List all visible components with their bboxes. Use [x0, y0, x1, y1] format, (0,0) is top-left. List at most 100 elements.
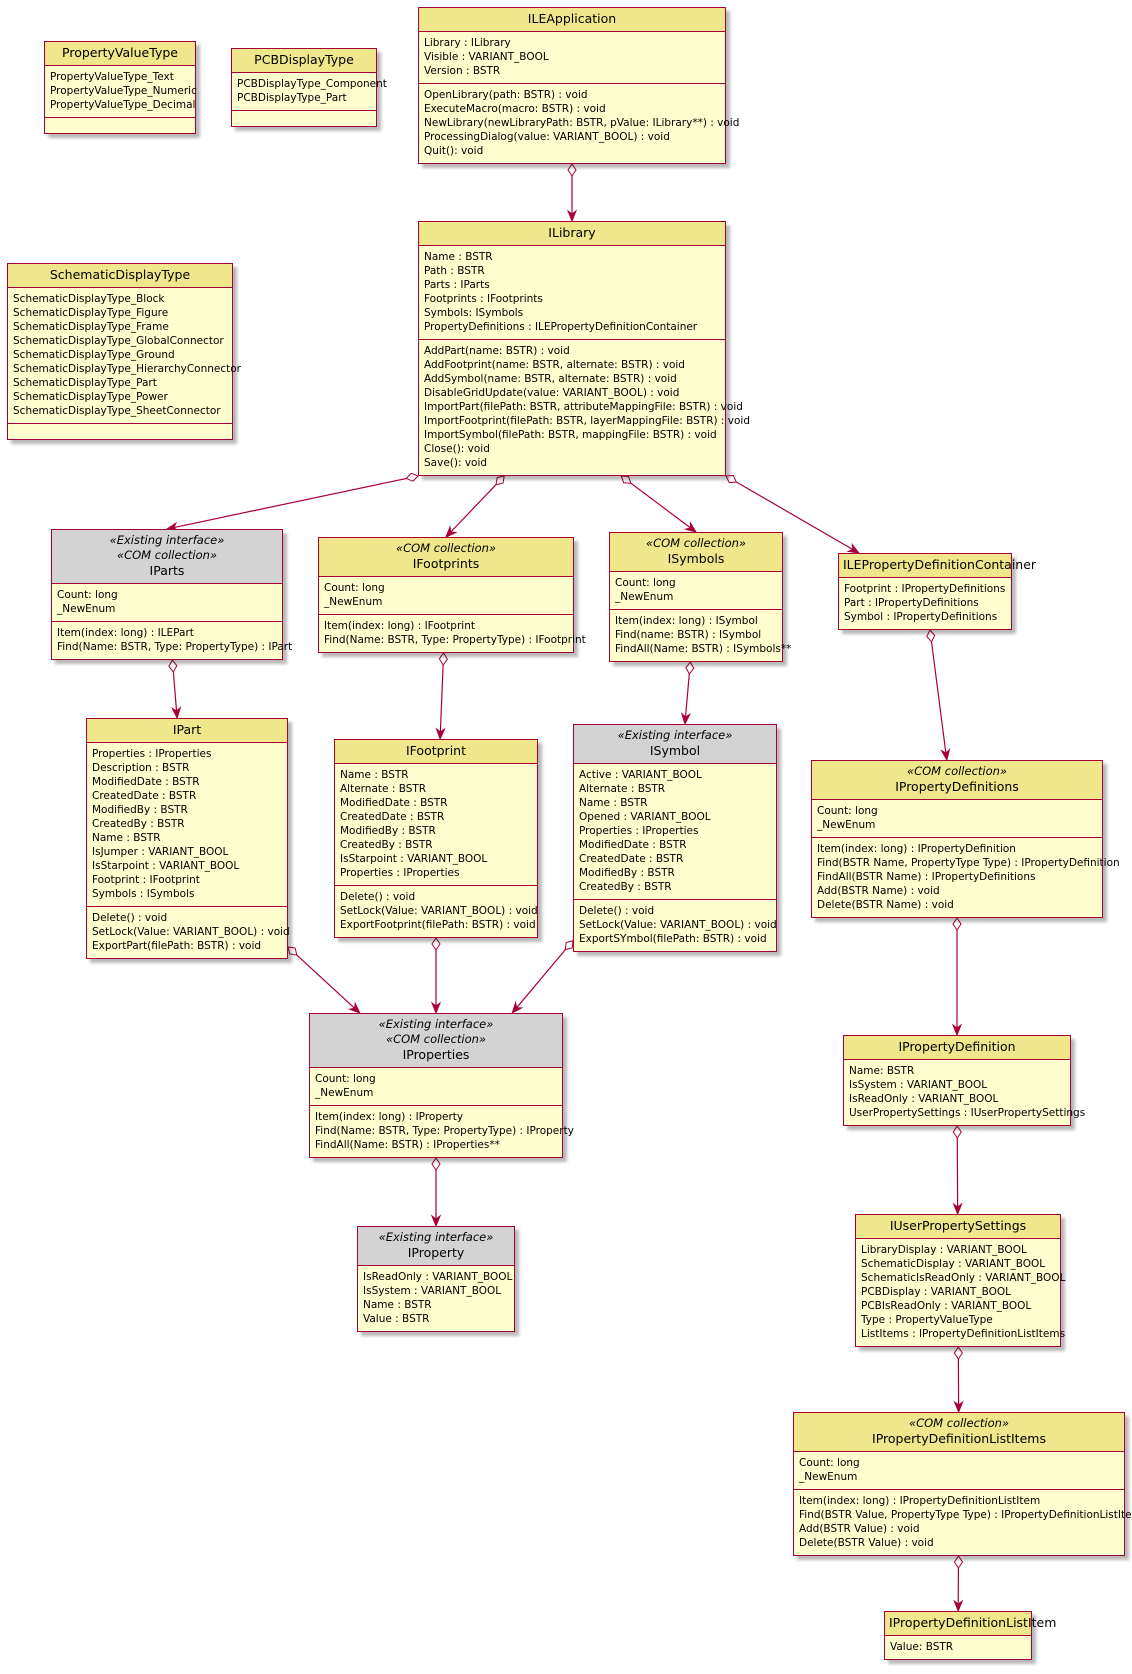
relation-line: [630, 482, 694, 531]
class-header: ILEPropertyDefinitionContainer: [839, 554, 1037, 578]
member-row: CreatedBy : BSTR: [579, 881, 672, 893]
member-row: Properties : IProperties: [579, 825, 699, 837]
method-row: Item(index: long) : ISymbol: [615, 615, 758, 627]
arrow-head: [683, 521, 698, 533]
arrow-head: [171, 706, 182, 720]
member-row: Footprint : IFootprint: [92, 874, 200, 886]
member-row: IsSystem : VARIANT_BOOL: [849, 1079, 988, 1091]
member-row: IsReadOnly : VARIANT_BOOL: [849, 1093, 999, 1105]
relation-IFootprint-IProperties: [430, 937, 442, 1015]
member-row: _NewEnum: [799, 1471, 858, 1483]
method-row: Add(BSTR Name) : void: [817, 885, 940, 897]
aggregation-diamond: [725, 475, 738, 483]
method-row: SetLock(Value: VARIANT_BOOL) : void: [340, 905, 538, 917]
relation-line: [172, 671, 178, 715]
member-row: Value: BSTR: [890, 1641, 954, 1653]
member-row: IsJumper : VARIANT_BOOL: [92, 846, 229, 858]
member-row: ModifiedBy : BSTR: [92, 804, 188, 816]
class-header: «Existing interface»«COM collection»IPro…: [310, 1014, 562, 1068]
method-row: SetLock(Value: VARIANT_BOOL) : void: [579, 919, 777, 931]
member-row: SchematicDisplayType_Figure: [13, 307, 169, 319]
class-header: «Existing interface»ISymbol: [574, 725, 776, 764]
stereotype-label: «Existing interface»: [378, 1230, 494, 1244]
relation-line: [448, 484, 497, 535]
class-header: PropertyValueType: [45, 42, 195, 66]
member-row: CreatedDate : BSTR: [92, 790, 197, 802]
method-row: ImportFootprint(filePath: BSTR, layerMap…: [424, 415, 751, 427]
relation-IPart-IProperties: [287, 946, 361, 1014]
arrow-head: [435, 727, 446, 741]
method-row: Find(Name: BSTR, Type: PropertyType) : I…: [324, 634, 586, 646]
method-row: ExportPart(filePath: BSTR) : void: [92, 940, 262, 952]
member-row: SchematicDisplayType_Block: [13, 293, 165, 305]
aggregation-diamond: [405, 472, 419, 482]
arrow-head: [680, 712, 692, 726]
class-name: ILibrary: [548, 225, 596, 240]
member-row: PCBIsReadOnly : VARIANT_BOOL: [861, 1300, 1032, 1312]
class-header: «COM collection»IFootprints: [319, 538, 573, 577]
member-row: Name : BSTR: [92, 832, 161, 844]
method-row: FindAll(Name: BSTR) : IProperties**: [315, 1139, 500, 1151]
member-row: Properties : IProperties: [340, 867, 460, 879]
member-row: Properties : IProperties: [92, 748, 212, 760]
method-row: Find(Name: BSTR, Type: PropertyType) : I…: [57, 641, 293, 653]
aggregation-diamond: [431, 1157, 441, 1171]
class-header: IUserPropertySettings: [856, 1215, 1060, 1239]
member-row: Symbols : ISymbols: [92, 888, 195, 900]
member-row: LibraryDisplay : VARIANT_BOOL: [861, 1244, 1027, 1256]
member-row: Count: long: [315, 1073, 376, 1085]
aggregation-diamond: [168, 659, 178, 673]
method-row: AddSymbol(name: BSTR, alternate: BSTR) :…: [424, 373, 677, 385]
method-row: Find(BSTR Value, PropertyType Type) : IP…: [799, 1509, 1132, 1521]
member-row: Type : PropertyValueType: [861, 1314, 993, 1326]
class-name: IPropertyDefinitions: [895, 779, 1019, 794]
member-row: SchematicDisplayType_Part: [13, 377, 157, 389]
class-name: ISymbol: [649, 743, 701, 758]
class-header: «Existing interface»IProperty: [358, 1227, 514, 1266]
member-row: Alternate : BSTR: [579, 783, 666, 795]
class-name: ILEPropertyDefinitionContainer: [843, 557, 1037, 572]
arrow-head: [846, 542, 861, 554]
aggregation-diamond: [952, 1125, 962, 1139]
class-name: IParts: [149, 563, 185, 578]
class-header: ILibrary: [419, 222, 725, 246]
arrow-head: [430, 1001, 442, 1015]
operations-section: [8, 424, 232, 439]
method-row: SetLock(Value: VARIANT_BOOL) : void: [92, 926, 290, 938]
aggregation-diamond: [620, 475, 632, 484]
aggregation-diamond: [564, 939, 574, 951]
member-row: SchematicDisplayType_SheetConnector: [13, 405, 221, 417]
member-row: Count: long: [57, 589, 118, 601]
class-name: IPropertyDefinitionListItems: [872, 1431, 1046, 1446]
aggregation-diamond: [953, 1555, 964, 1569]
method-row: Find(BSTR Name, PropertyType Type) : IPr…: [817, 857, 1120, 869]
member-row: ModifiedDate : BSTR: [92, 776, 200, 788]
method-row: ProcessingDialog(value: VARIANT_BOOL) : …: [424, 131, 670, 143]
member-row: IsStarpoint : VARIANT_BOOL: [92, 860, 240, 872]
method-row: ExecuteMacro(macro: BSTR) : void: [424, 103, 606, 115]
arrow-head: [445, 525, 458, 538]
method-row: Item(index: long) : IPropertyDefinition: [817, 843, 1016, 855]
method-row: Add(BSTR Value) : void: [799, 1523, 920, 1535]
arrow-head: [566, 209, 578, 223]
method-row: NewLibrary(newLibraryPath: BSTR, pValue:…: [424, 117, 740, 129]
class-header: IPropertyDefinitionListItem: [885, 1612, 1056, 1636]
method-row: Item(index: long) : IPropertyDefinitionL…: [799, 1495, 1041, 1507]
member-row: Active : VARIANT_BOOL: [579, 769, 702, 781]
member-row: _NewEnum: [315, 1087, 374, 1099]
member-row: ListItems : IPropertyDefinitionListItems: [861, 1328, 1066, 1340]
class-name: ISymbols: [667, 551, 725, 566]
relation-IFootprints-IFootprint: [435, 652, 448, 741]
